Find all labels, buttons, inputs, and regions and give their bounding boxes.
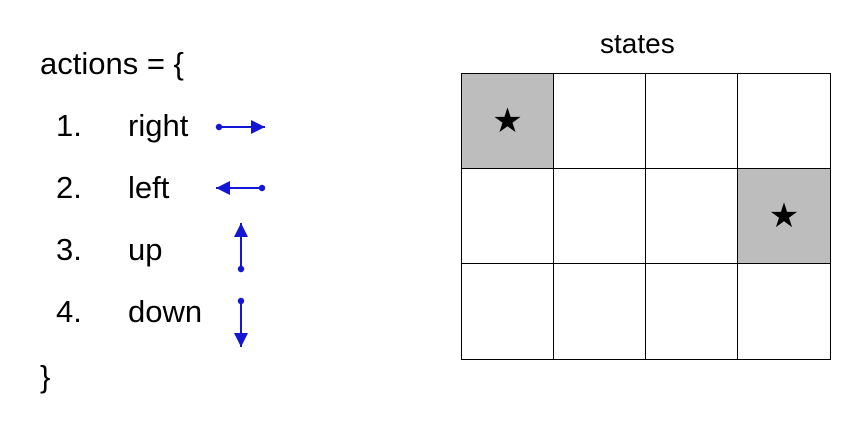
action-label-up: up — [128, 232, 163, 267]
down-arrow-icon — [234, 297, 248, 347]
state-cell: ★ — [738, 169, 830, 264]
action-number-down: 4. — [56, 294, 82, 329]
action-number-left: 2. — [56, 170, 82, 205]
star-icon: ★ — [768, 197, 800, 235]
state-cell — [646, 74, 738, 169]
state-grid: ★★ — [461, 73, 831, 360]
up-arrow-icon — [234, 223, 248, 273]
states-title: states — [600, 28, 675, 59]
state-cell: ★ — [462, 74, 554, 169]
state-cell — [646, 264, 738, 359]
state-cell — [738, 264, 830, 359]
action-label-left: left — [128, 170, 170, 205]
action-number-right: 1. — [56, 108, 82, 143]
right-arrow-icon — [215, 120, 265, 134]
actions-header: actions = { — [40, 46, 184, 81]
left-arrow-icon — [216, 181, 266, 195]
state-cell — [646, 169, 738, 264]
closing-brace: } — [40, 359, 51, 394]
action-label-down: down — [128, 294, 203, 329]
action-label-right: right — [128, 108, 189, 143]
state-grid-container: ★★ — [461, 73, 831, 360]
state-cell — [462, 264, 554, 359]
state-cell — [554, 74, 646, 169]
action-number-up: 3. — [56, 232, 82, 267]
state-cell — [738, 74, 830, 169]
state-cell — [462, 169, 554, 264]
state-cell — [554, 264, 646, 359]
star-icon: ★ — [492, 102, 523, 140]
state-cell — [554, 169, 646, 264]
